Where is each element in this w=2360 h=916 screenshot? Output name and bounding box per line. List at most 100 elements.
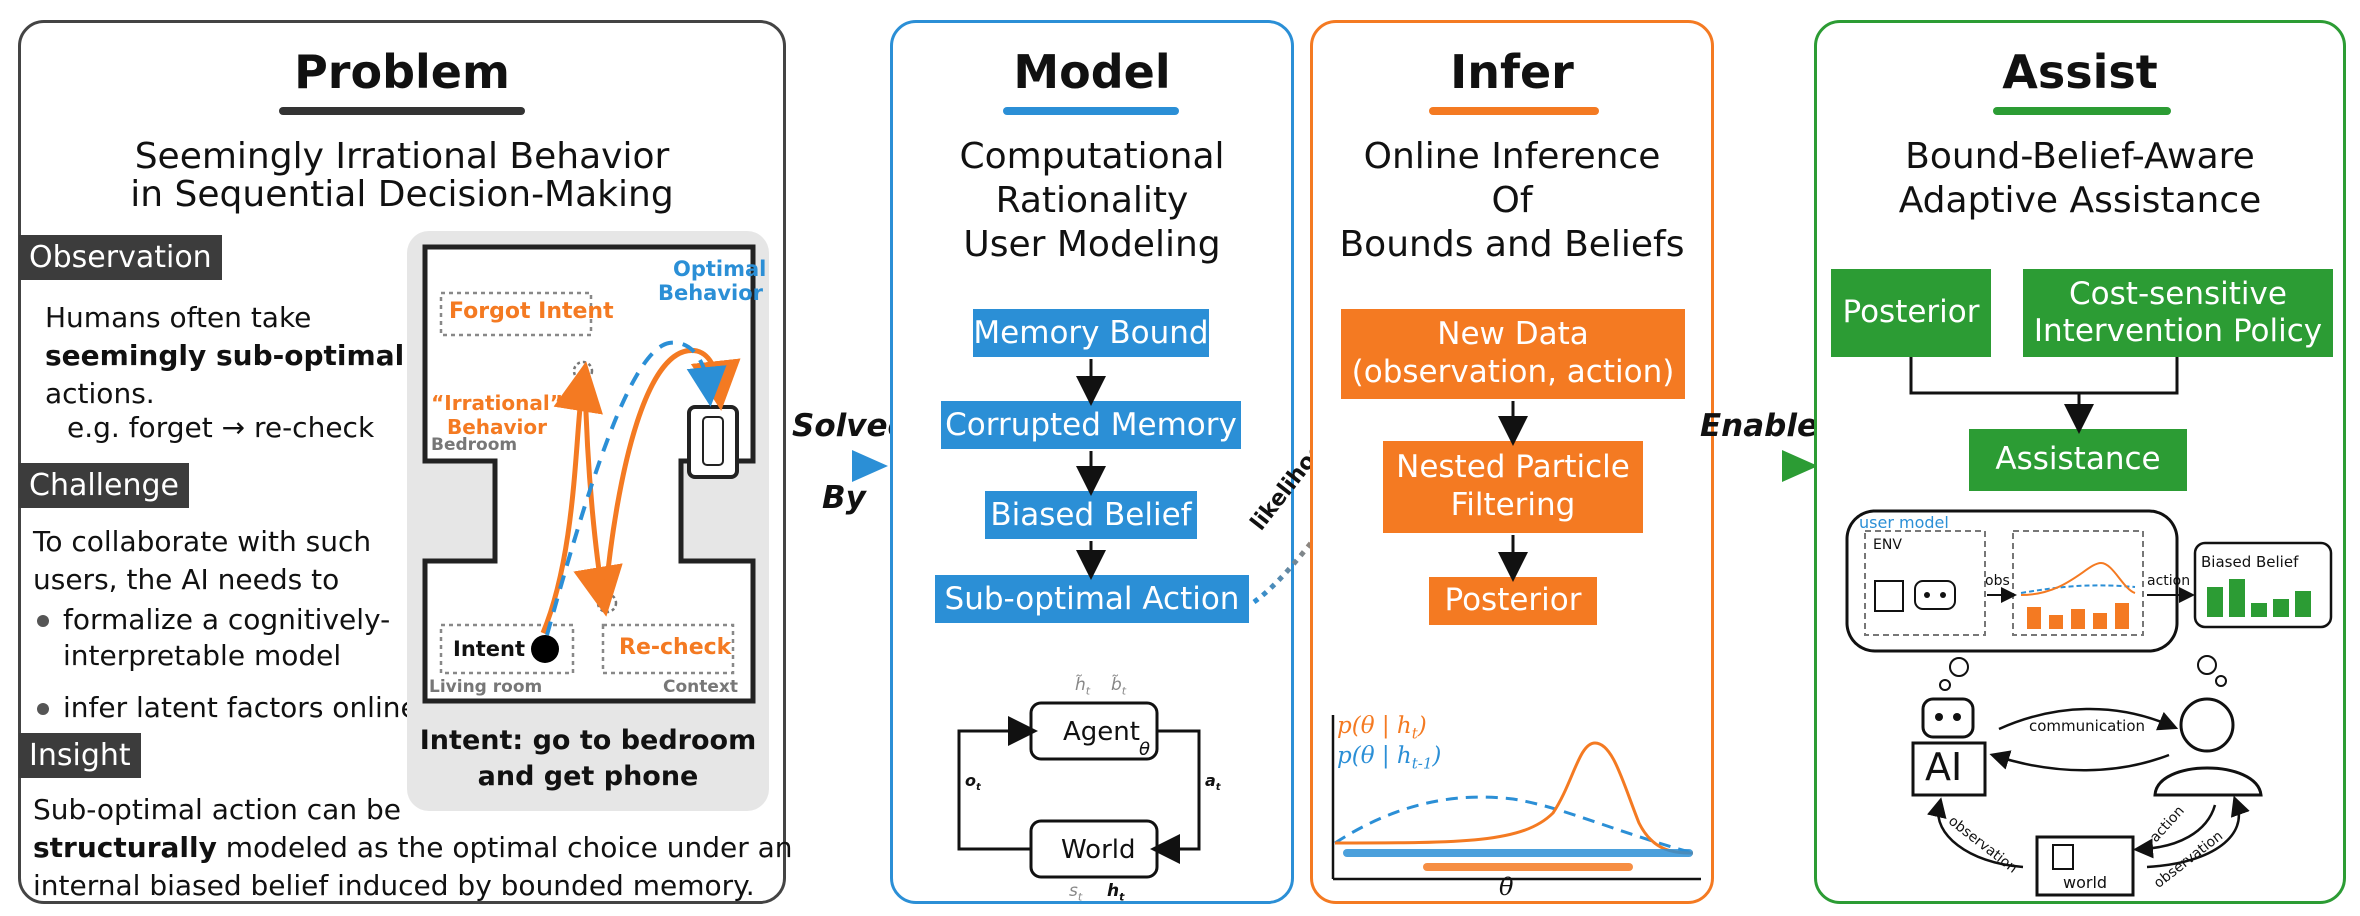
legend-posterior-text: p(θ | h [1337,713,1412,739]
observation-text2: actions. [45,376,155,410]
legend-posterior: p(θ | ht) [1337,713,1427,743]
model-subtitle-line2: Rationality [995,180,1189,221]
infer-title-underline [1429,107,1599,115]
particle-filtering-box: Nested Particle Filtering [1383,441,1643,533]
o-t-sub: t [976,782,981,794]
h-tilde-sub: t [1085,684,1091,698]
map-irrational-line1: “Irrational” [431,391,563,415]
s-t-sub: t [1077,890,1083,904]
user-model-label: user model [1859,513,1949,532]
insight-bold: structurally [33,831,217,864]
map-context: Context [663,677,739,697]
policy-box: Cost-sensitive Intervention Policy [2023,269,2333,357]
world-label: World [1061,835,1136,865]
problem-subtitle-line1: Seemingly Irrational Behavior [134,136,670,177]
legend-prior-sub: t-1 [1411,754,1433,773]
biased-belief-bars [2207,579,2311,617]
prior-curve [1334,795,1694,855]
insight-line2: structurally modeled as the optimal choi… [33,829,793,867]
a-t-label: at [1205,771,1221,793]
insight-line1: Sub-optimal action can be [33,793,401,826]
infer-subtitle-line2: Of [1491,180,1533,221]
corrupted-memory-box: Corrupted Memory [941,401,1241,449]
infer-subtitle-line1: Online Inference [1363,136,1661,177]
insight-line3: internal biased belief induced by bounde… [33,869,755,902]
observation-text1: Humans often take [45,301,312,334]
obs-label: obs [1985,573,2010,589]
insight-line2-rest: modeled as the optimal choice under an [225,831,793,864]
observation-tag: Observation [19,235,222,280]
particle-filtering-line1: Nested Particle [1396,449,1630,486]
o-t-text: o [965,771,976,790]
user-dot [531,635,559,663]
model-subtitle-line1: Computational [959,136,1225,177]
posterior-curve [1334,741,1694,855]
model-title: Model [1013,45,1171,99]
density-xlabel: θ [1499,873,1514,901]
a-t-sub: t [1215,782,1221,794]
legend-posterior-sub: t [1411,724,1418,743]
world-device-icon [2052,844,2074,870]
particles-blue [1343,849,1693,857]
problem-panel: Problem Seemingly Irrational Behavior in… [18,20,793,904]
observation-example: e.g. forget → re-check [67,411,375,444]
bullet1-line2: interpretable model [63,639,342,672]
particles-orange [1423,863,1633,871]
communication-label: communication [2029,717,2146,735]
suboptimal-action-box: Sub-optimal Action [935,575,1249,623]
action-label: action [2147,573,2191,589]
h-tilde-text: h̃ [1075,675,1086,695]
new-data-line1: New Data [1437,316,1589,353]
map-card: Forgot Intent Optimal Behavior “Irration… [407,231,769,811]
challenge-tag: Challenge [19,463,189,508]
map-bedroom: Bedroom [431,435,518,455]
infer-title: Infer [1450,45,1574,99]
h-t-text: h [1107,881,1120,901]
robot-icon-small [1914,580,1956,610]
challenge-line2: users, the AI needs to [33,563,340,596]
insight-tag: Insight [19,733,141,778]
map-intent: Intent [453,637,526,661]
posterior-box: Posterior [1429,577,1597,625]
new-data-box: New Data (observation, action) [1341,309,1685,399]
h-t-sub: t [1119,890,1125,904]
b-tilde-sub: t [1121,684,1127,698]
bullet2-dot [37,703,49,715]
biased-belief-box: Biased Belief [985,491,1197,539]
problem-title-underline [279,107,525,115]
problem-subtitle-line2: in Sequential Decision-Making [130,174,674,215]
s-t-text: s [1069,881,1078,901]
infer-flow-arrows [1498,401,1528,582]
model-flow-arrows [1076,359,1106,580]
b-tilde-text: b̃ [1111,675,1122,695]
by-label: By [822,480,866,516]
map-living-room: Living room [429,677,543,697]
agent-label: Agent [1063,717,1140,747]
observation-bold: seemingly sub-optimal [45,338,405,372]
legend-prior: p(θ | ht-1) [1337,743,1442,773]
ai-label: AI [1925,745,1963,789]
density-plot [1331,715,1701,881]
world-label-assist: world [2063,873,2108,892]
observation-text: Humans often take seemingly sub-optimal … [45,299,405,412]
env-label: ENV [1873,537,1902,553]
model-subtitle-line3: User Modeling [963,224,1221,265]
solved-by-arrow [776,450,888,482]
h-tilde-label: h̃t [1075,675,1090,697]
biased-belief-label: Biased Belief [2201,553,2299,571]
o-t-label: ot [965,771,981,793]
robot-head-icon [1921,697,1975,739]
agent-theta: θ [1139,739,1151,760]
map-irrational-line2: Behavior [446,415,548,439]
user-model-cloud [1845,509,2333,897]
b-tilde-label: b̃t [1111,675,1126,697]
problem-title: Problem [294,45,510,99]
mini-bars [2027,603,2129,629]
human-icon [2179,697,2235,753]
infer-subtitle-line3: Bounds and Beliefs [1339,224,1685,265]
map-recheck: Re-check [619,635,732,660]
bullet2-text: infer latent factors online [63,691,418,724]
map-optimal-line1: Optimal [673,257,767,281]
assist-panel: Assist Bound-Belief-Aware Adaptive Assis… [1814,20,2346,904]
assist-title-underline [1993,107,2171,115]
